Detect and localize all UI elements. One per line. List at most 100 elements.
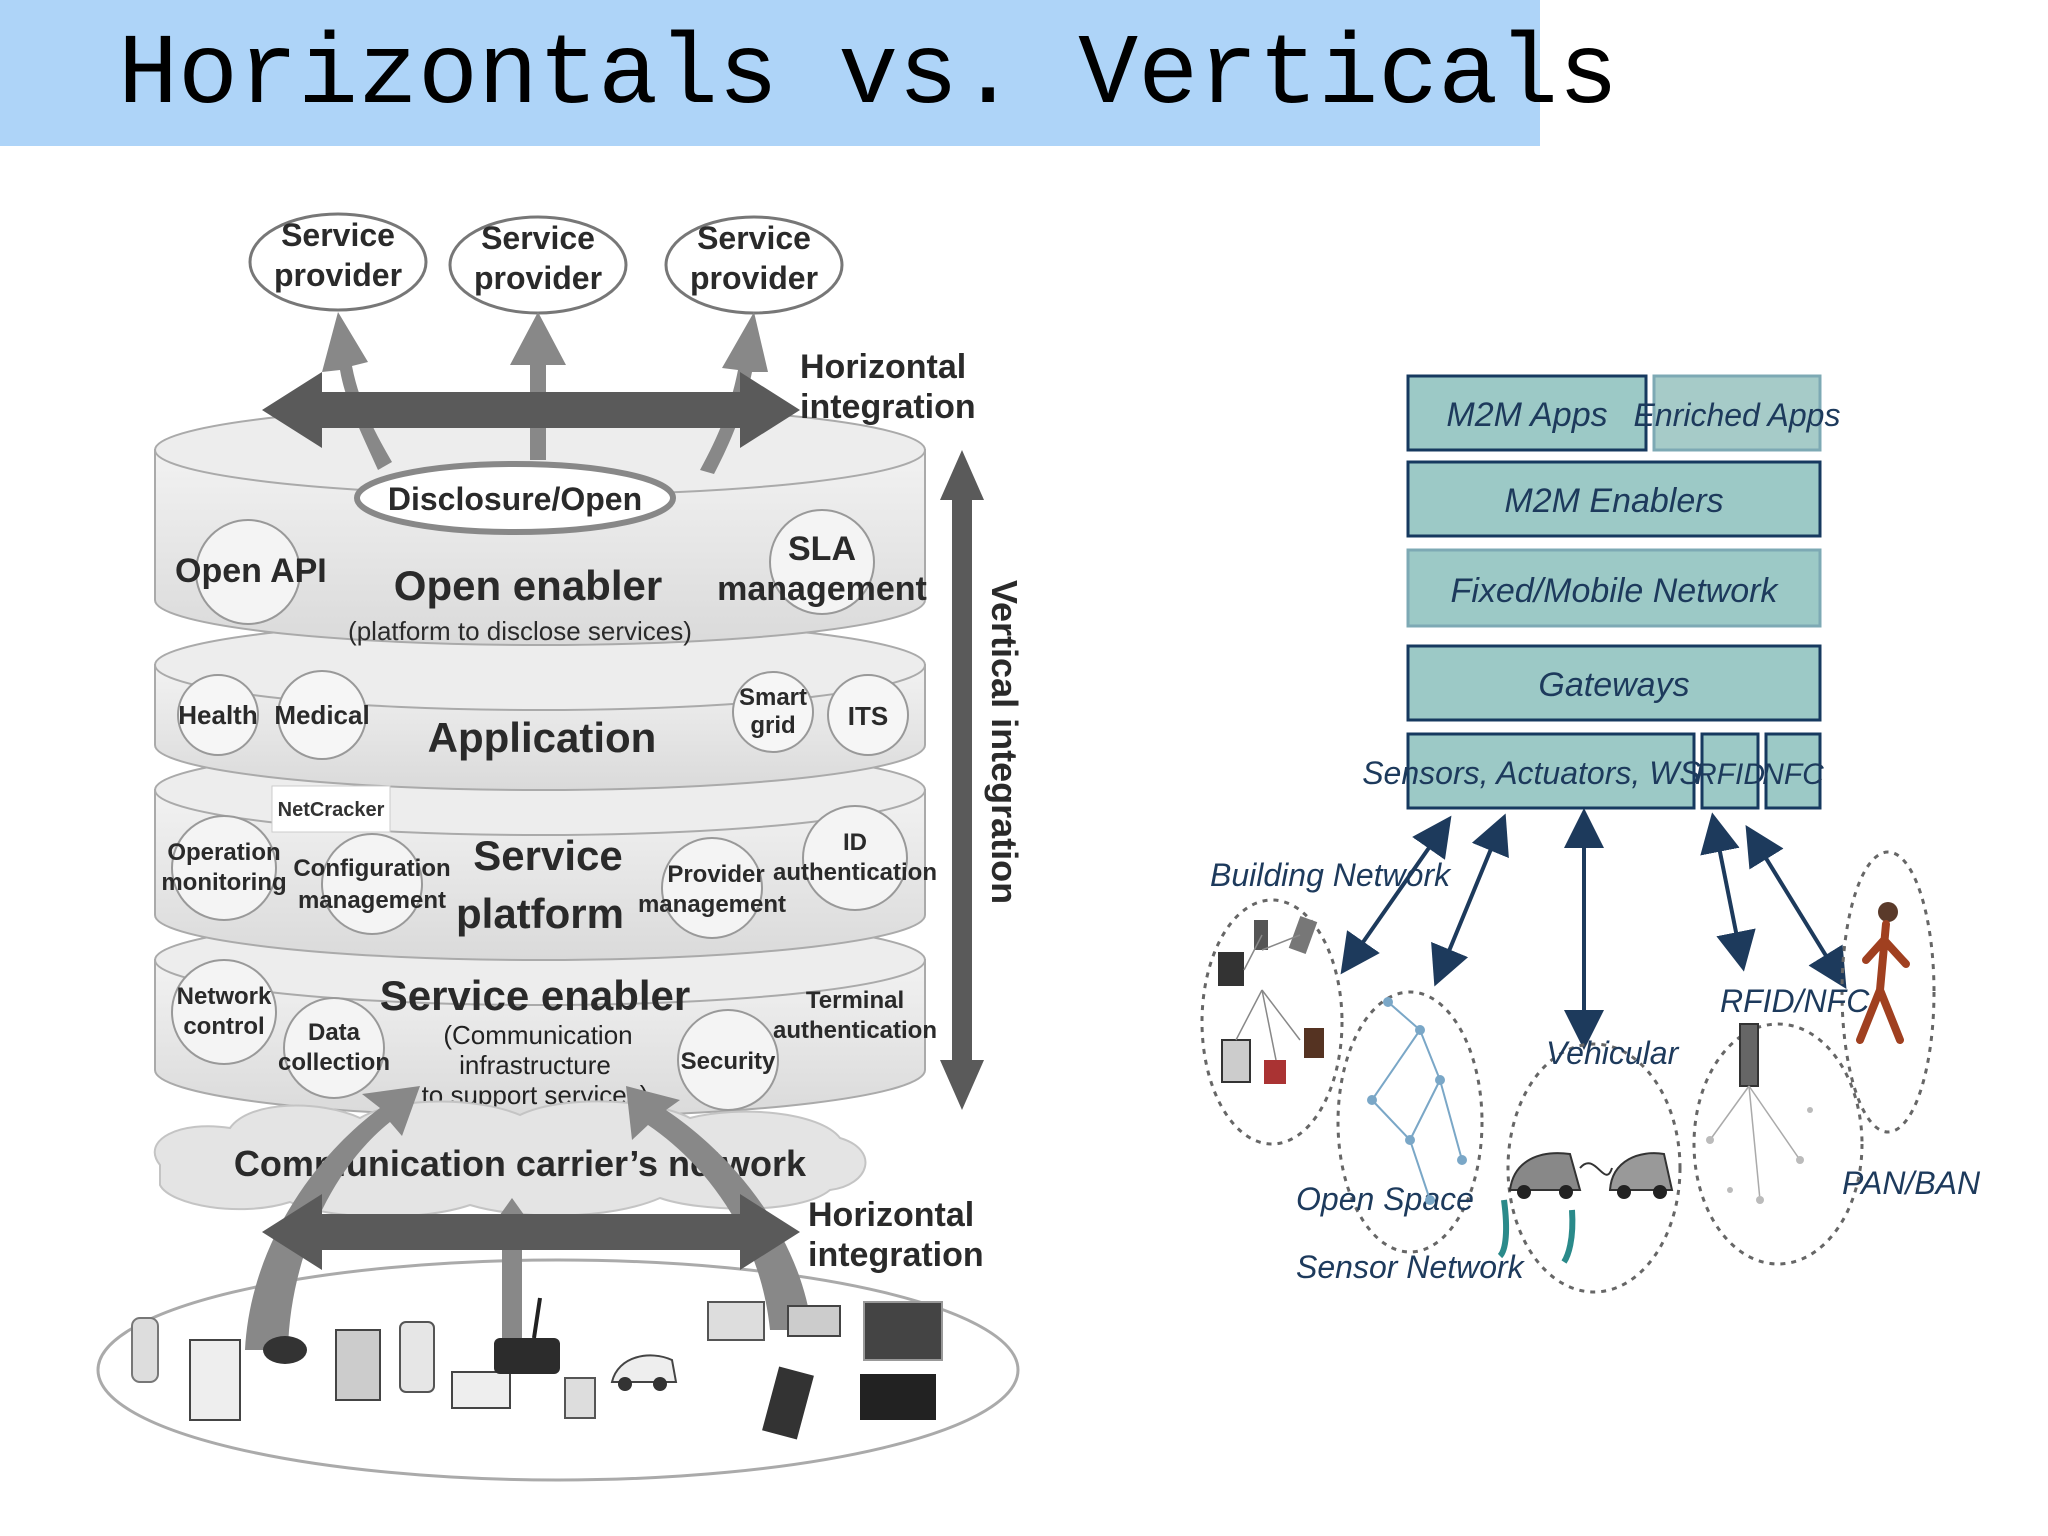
vehicular-ellipse [1506, 1042, 1682, 1294]
smart-grid-line1: Smart [739, 684, 807, 711]
id-authentication-circle [802, 805, 908, 911]
left-diagram: Service provider Service provider Servic… [96, 212, 1025, 1482]
car-left-icon [1508, 1152, 1582, 1191]
service-provider-2-line1: Service [481, 220, 595, 256]
provider-management-line2: management [638, 891, 786, 918]
rfid-box [1700, 732, 1760, 810]
medical-circle [277, 670, 367, 760]
gateways-box [1406, 644, 1822, 722]
service-provider-1: Service provider [248, 212, 428, 312]
rfid-reader-icon [1739, 1023, 1759, 1087]
sensor-mesh [1367, 997, 1467, 1205]
m2m-apps-label: M2M Apps [1446, 396, 1607, 434]
sensor-device-icon [131, 1317, 159, 1383]
netcracker-label: NetCracker [278, 799, 385, 821]
connector-arrows [1340, 808, 1847, 1050]
rfid-nfc-label: RFID/NFC [1720, 983, 1870, 1019]
configuration-management-line1: Configuration [293, 855, 450, 882]
configuration-management-line2: management [298, 887, 446, 914]
disclosure-label: Disclosure/Open [388, 481, 642, 517]
pan-ban-label: PAN/BAN [1842, 1165, 1981, 1201]
medical-label: Medical [274, 700, 369, 730]
runner-figure [1856, 902, 1910, 1044]
nfc-box [1764, 732, 1822, 810]
service-enabler-sub-line2: infrastructure [459, 1050, 611, 1080]
right-diagram: M2M Apps Enriched Apps M2M Enablers Fixe… [1200, 374, 1981, 1294]
gateways-label: Gateways [1538, 666, 1689, 704]
title-bar: Horizontals vs. Verticals [0, 0, 1618, 146]
device-icons [131, 1297, 943, 1440]
security-label: Security [681, 1048, 776, 1075]
application-label: Application [428, 714, 657, 761]
service-provider-2: Service provider [448, 215, 628, 315]
rfid-label: RFID [1695, 758, 1765, 791]
open-api-label: Open API [175, 552, 327, 590]
vending-machine-icon [335, 1329, 381, 1401]
security-circle [677, 1009, 779, 1111]
printer-icon [707, 1301, 765, 1341]
speaker-icon [1304, 1028, 1324, 1058]
open-space-ellipse [1336, 990, 1484, 1254]
service-provider-3: Service provider [664, 215, 844, 315]
id-authentication-line2: authentication [773, 859, 937, 886]
service-provider-1-line1: Service [281, 217, 395, 253]
rfid-nfc-ellipse [1692, 1022, 1864, 1266]
operation-monitoring-line2: monitoring [161, 869, 286, 896]
open-api-circle [195, 519, 301, 625]
horizontal-integration-bottom-line1: Horizontal [808, 1196, 974, 1234]
phone-icon [762, 1366, 814, 1440]
its-circle [827, 674, 909, 756]
vehicular-cars [1497, 1152, 1674, 1264]
rfid-reader [1706, 1023, 1813, 1204]
operation-monitoring-line1: Operation [167, 839, 280, 866]
enriched-apps-label: Enriched Apps [1634, 397, 1841, 433]
data-collection-line2: collection [278, 1049, 390, 1076]
sensors-box [1406, 732, 1696, 810]
car-icon [610, 1354, 678, 1383]
vertical-integration-arrow [940, 450, 984, 1110]
id-authentication-line1: ID [843, 829, 867, 856]
provider-management-line1: Provider [667, 861, 764, 888]
smart-grid-line2: grid [750, 712, 795, 739]
horizontal-integration-top-line1: Horizontal [800, 348, 966, 386]
smart-grid-circle [732, 671, 814, 753]
service-provider-3-line1: Service [697, 220, 811, 256]
slide-title: Horizontals vs. Verticals [118, 20, 1619, 133]
service-provider-1-line2: provider [274, 257, 402, 293]
camera-icon [263, 1336, 307, 1364]
service-platform-line1: Service [473, 832, 622, 879]
building-devices [1218, 915, 1324, 1084]
netcracker-logo [271, 785, 391, 833]
pc-icon [1218, 952, 1244, 986]
service-platform-line2: platform [456, 890, 624, 937]
microwave-icon [451, 1371, 511, 1409]
horizontal-integration-bottom-line2: integration [808, 1236, 984, 1274]
data-collection-circle [283, 997, 385, 1099]
fixed-mobile-box [1406, 548, 1822, 628]
nfc-label: NFC [1762, 758, 1824, 791]
vehicular-label: Vehicular [1546, 1035, 1680, 1071]
operation-monitoring-circle [171, 815, 277, 921]
network-control-circle [171, 959, 277, 1065]
health-label: Health [178, 700, 257, 730]
laptop-icon [1221, 1039, 1251, 1083]
service-provider-3-line2: provider [690, 260, 818, 296]
sla-circle [769, 509, 875, 615]
sla-line2: management [717, 570, 927, 608]
network-control-line2: control [183, 1013, 264, 1040]
vertical-integration-label: Vertical integration [984, 580, 1025, 904]
network-ellipses [1200, 850, 1936, 1294]
disclosure-oval [354, 461, 676, 535]
router-icon [494, 1338, 560, 1374]
building-network-label: Building Network [1210, 857, 1452, 893]
open-enabler-label: Open enabler [394, 562, 662, 609]
pos-terminal-icon [189, 1339, 241, 1421]
horizontal-arrow-top [262, 372, 800, 448]
fixed-mobile-label: Fixed/Mobile Network [1451, 572, 1780, 610]
its-label: ITS [848, 701, 888, 731]
sla-line1: SLA [788, 530, 856, 568]
network-control-line1: Network [177, 983, 272, 1010]
data-collection-line1: Data [308, 1019, 361, 1046]
meter-icon [399, 1321, 435, 1393]
